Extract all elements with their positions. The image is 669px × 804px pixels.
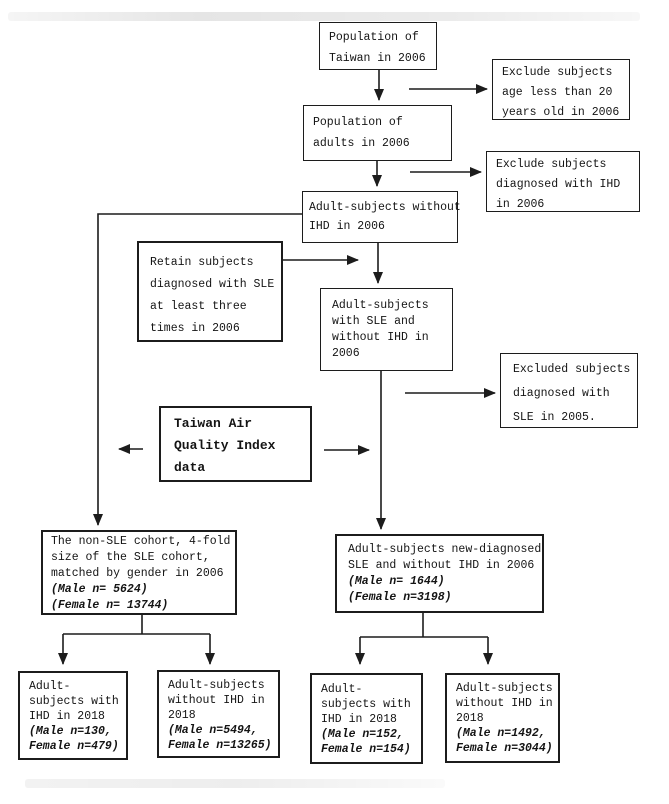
text-line: Adult- bbox=[321, 683, 363, 696]
stat-male-count: (Male n=1492, bbox=[456, 727, 546, 740]
text-line: size of the SLE cohort, bbox=[51, 551, 210, 564]
box-population-taiwan-2006: Population of Taiwan in 2006 bbox=[319, 22, 437, 70]
text-line: 2018 bbox=[456, 712, 484, 725]
text-line: years old in 2006 bbox=[502, 106, 620, 119]
box-non-sle-cohort: The non-SLE cohort, 4-fold size of the S… bbox=[41, 530, 237, 615]
stat-male-count: (Male n=130, bbox=[29, 725, 112, 738]
text-line: without IHD in bbox=[456, 697, 553, 710]
text-line: IHD in 2018 bbox=[29, 710, 105, 723]
text-line: Population of bbox=[329, 31, 419, 44]
text-line: subjects with bbox=[321, 698, 411, 711]
stat-male-count: (Male n=152, bbox=[321, 728, 404, 741]
text-line: SLE and without IHD in 2006 bbox=[348, 559, 535, 572]
text-line: Quality Index bbox=[174, 438, 276, 453]
text-line: at least three bbox=[150, 300, 247, 313]
text-line: Adult-subjects bbox=[332, 299, 429, 312]
stat-male-count: (Male n=5494, bbox=[168, 724, 258, 737]
text-line: diagnosed with bbox=[513, 387, 610, 400]
text-line: times in 2006 bbox=[150, 322, 240, 335]
stat-female-count: (Female n=3198) bbox=[348, 591, 452, 604]
stat-female-count: Female n=154) bbox=[321, 743, 411, 756]
text-line: data bbox=[174, 460, 206, 475]
box-excluded-sle-2005: Excluded subjects diagnosed with SLE in … bbox=[500, 353, 638, 428]
stat-female-count: (Female n= 13744) bbox=[51, 599, 169, 612]
box-exclude-ihd-2006: Exclude subjects diagnosed with IHD in 2… bbox=[486, 151, 640, 212]
text-line: matched by gender in 2006 bbox=[51, 567, 224, 580]
box-sle-with-ihd-2018: Adult- subjects with IHD in 2018 (Male n… bbox=[310, 673, 423, 764]
text-line: The non-SLE cohort, 4-fold bbox=[51, 535, 231, 548]
box-nonsle-without-ihd-2018: Adult-subjects without IHD in 2018 (Male… bbox=[157, 670, 280, 758]
text-line: with SLE and bbox=[332, 315, 415, 328]
stat-female-count: Female n=13265) bbox=[168, 739, 272, 752]
box-retain-sle-three-times: Retain subjects diagnosed with SLE at le… bbox=[137, 241, 283, 342]
text-line: Adult-subjects new-diagnosed bbox=[348, 543, 542, 556]
text-line: Taiwan Air bbox=[174, 416, 253, 431]
text-line: Adult- bbox=[29, 680, 71, 693]
stat-female-count: Female n=479) bbox=[29, 740, 119, 753]
text-line: without IHD in bbox=[332, 331, 429, 344]
text-line: diagnosed with IHD bbox=[496, 178, 621, 191]
box-taiwan-air-quality-index: Taiwan Air Quality Index data bbox=[159, 406, 312, 482]
box-exclude-age-under-20: Exclude subjects age less than 20 years … bbox=[492, 59, 630, 120]
arrow-no-ihd-to-non-sle-cohort bbox=[93, 213, 302, 526]
text-line: Retain subjects bbox=[150, 256, 254, 269]
text-line: subjects with bbox=[29, 695, 119, 708]
box-sle-without-ihd-2018: Adult-subjects without IHD in 2018 (Male… bbox=[445, 673, 560, 763]
text-line: diagnosed with SLE bbox=[150, 278, 275, 291]
text-line: without IHD in bbox=[168, 694, 265, 707]
box-adults-without-ihd-2006: Adult-subjects without IHD in 2006 bbox=[302, 191, 461, 243]
text-line: Exclude subjects bbox=[496, 158, 607, 171]
stat-female-count: Female n=3044) bbox=[456, 742, 553, 755]
text-line: SLE in 2005. bbox=[513, 411, 596, 424]
text-line: IHD in 2006 bbox=[309, 220, 385, 233]
box-new-diagnosed-sle-cohort: Adult-subjects new-diagnosed SLE and wit… bbox=[335, 534, 544, 613]
text-line: 2018 bbox=[168, 709, 196, 722]
text-line: Adult-subjects bbox=[168, 679, 265, 692]
text-line: in 2006 bbox=[496, 198, 545, 211]
text-line: Excluded subjects bbox=[513, 363, 631, 376]
stat-male-count: (Male n= 5624) bbox=[51, 583, 148, 596]
box-adults-sle-without-ihd-2006: Adult-subjects with SLE and without IHD … bbox=[320, 288, 453, 371]
text-line: Exclude subjects bbox=[502, 66, 613, 79]
text-line: adults in 2006 bbox=[313, 137, 410, 150]
text-line: age less than 20 bbox=[502, 86, 613, 99]
text-line: Taiwan in 2006 bbox=[329, 52, 426, 65]
box-population-adults-2006: Population of adults in 2006 bbox=[303, 105, 452, 161]
text-line: Adult-subjects without bbox=[309, 201, 461, 214]
text-line: Adult-subjects bbox=[456, 682, 553, 695]
stat-male-count: (Male n= 1644) bbox=[348, 575, 445, 588]
text-line: Population of bbox=[313, 116, 403, 129]
text-line: 2006 bbox=[332, 347, 360, 360]
text-line: IHD in 2018 bbox=[321, 713, 397, 726]
box-nonsle-with-ihd-2018: Adult- subjects with IHD in 2018 (Male n… bbox=[18, 671, 128, 760]
